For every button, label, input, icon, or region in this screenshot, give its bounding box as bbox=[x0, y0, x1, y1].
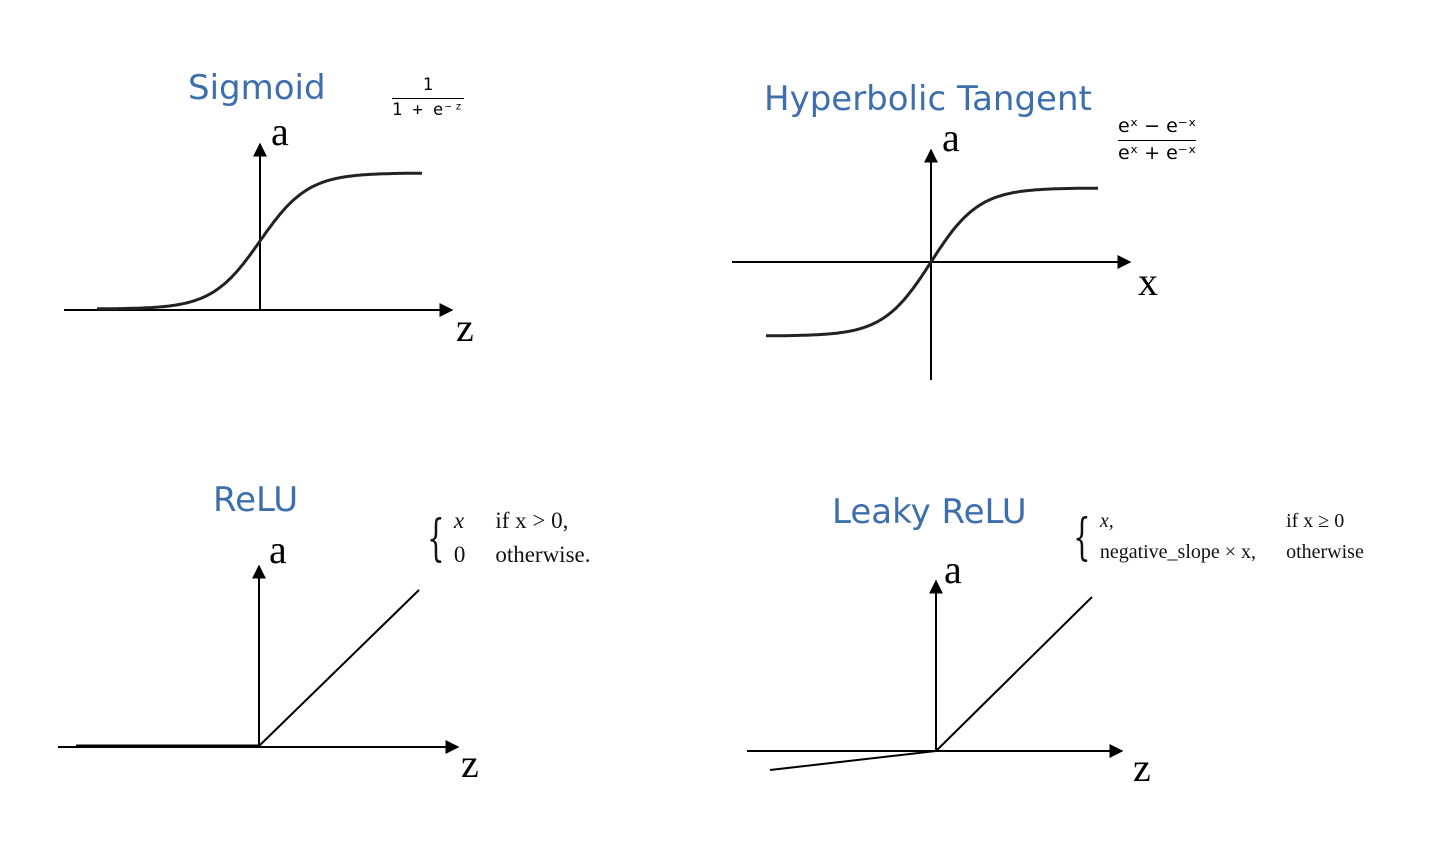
relu-graph bbox=[58, 564, 460, 754]
tanh-formula-denominator: eˣ + e⁻ˣ bbox=[1118, 142, 1197, 165]
relu-formula: { x if x > 0, 0 otherwise. bbox=[420, 508, 590, 568]
sigmoid-formula-numerator: 1 bbox=[422, 75, 433, 95]
sigmoid-title: Sigmoid bbox=[188, 68, 326, 108]
sigmoid-curve bbox=[97, 171, 422, 311]
sigmoid-formula: 1 1 + e⁻ᶻ bbox=[392, 75, 464, 120]
leaky-relu-formula: { x, if x ≥ 0 negative_slope × x, otherw… bbox=[1066, 510, 1364, 564]
tanh-y-axis-label: a bbox=[942, 115, 960, 160]
left-brace: { bbox=[1073, 508, 1091, 566]
relu-row1-value: x bbox=[453, 508, 465, 533]
leaky-relu-row2-value: negative_slope × x, bbox=[1099, 541, 1257, 563]
relu-title: ReLU bbox=[213, 480, 299, 520]
sigmoid-formula-denominator: 1 + e⁻ᶻ bbox=[392, 99, 464, 120]
tanh-x-axis-label: x bbox=[1138, 259, 1158, 304]
fraction-bar bbox=[392, 97, 464, 99]
leaky-relu-row1-condition: if x ≥ 0 bbox=[1286, 510, 1345, 532]
leaky-relu-x-axis-label: z bbox=[1133, 745, 1151, 790]
relu-row1-condition: if x > 0, bbox=[495, 508, 569, 533]
tanh-title: Hyperbolic Tangent bbox=[764, 79, 1092, 119]
leaky-relu-row2-condition: otherwise bbox=[1286, 541, 1364, 563]
tanh-graph bbox=[732, 148, 1132, 380]
leaky-relu-positive-segment bbox=[935, 596, 1093, 752]
tanh-formula-numerator: eˣ − e⁻ˣ bbox=[1118, 115, 1197, 137]
relu-y-axis-label: a bbox=[269, 527, 287, 572]
fraction-bar bbox=[1118, 139, 1197, 142]
relu-row2-value: 0 bbox=[453, 542, 466, 567]
leaky-relu-y-axis-label: a bbox=[944, 547, 962, 592]
sigmoid-graph bbox=[64, 142, 454, 317]
tanh-formula: eˣ − e⁻ˣ eˣ + e⁻ˣ bbox=[1118, 115, 1197, 165]
relu-positive-segment bbox=[258, 589, 420, 747]
sigmoid-y-axis-label: a bbox=[271, 109, 289, 154]
tanh-curve bbox=[766, 186, 1099, 338]
leaky-relu-row1-value: x, bbox=[1099, 510, 1114, 532]
leaky-relu-title: Leaky ReLU bbox=[832, 492, 1027, 532]
left-brace: { bbox=[427, 509, 445, 567]
leaky-relu-graph bbox=[747, 579, 1124, 771]
relu-x-axis-label: z bbox=[461, 741, 479, 786]
sigmoid-x-axis-label: z bbox=[456, 305, 474, 350]
leaky-relu-negative-segment bbox=[769, 750, 937, 771]
relu-row2-condition: otherwise. bbox=[495, 542, 591, 567]
